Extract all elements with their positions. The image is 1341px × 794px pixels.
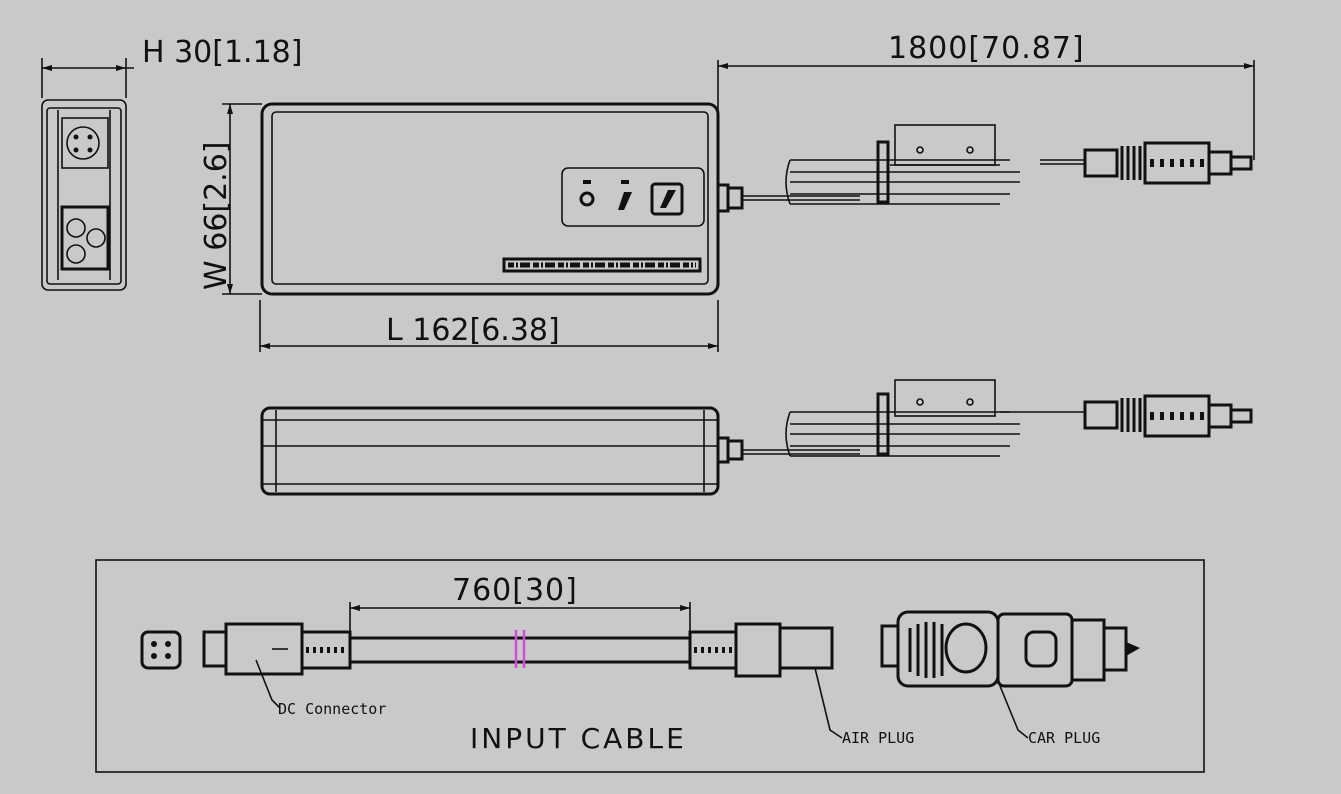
air-plug-label: AIR PLUG: [842, 729, 914, 747]
top-view: [222, 60, 1255, 352]
input-cable-panel: [95, 559, 1205, 773]
length-dimension: L 162[6.38]: [386, 313, 560, 348]
input-cable-title: INPUT CABLE: [470, 722, 687, 755]
front-view: [260, 379, 1253, 496]
dc-connector-label: DC Connector: [278, 700, 386, 718]
end-view: [41, 58, 134, 291]
width-dimension: W 66[2.6]: [199, 142, 234, 291]
input-cable-dimension: 760[30]: [452, 573, 578, 608]
cable-length-dimension: 1800[70.87]: [888, 31, 1085, 66]
height-dimension: H 30[1.18]: [142, 35, 302, 70]
car-plug-label: CAR PLUG: [1028, 729, 1100, 747]
